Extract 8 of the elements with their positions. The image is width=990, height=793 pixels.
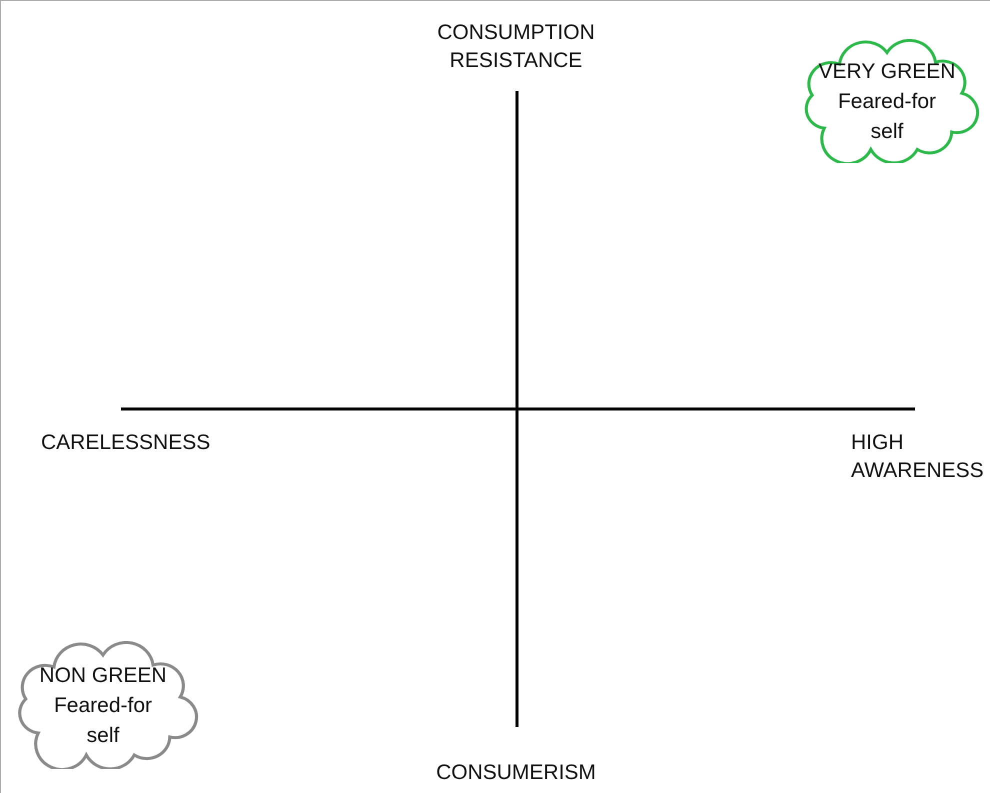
cloud-heading: NON GREEN: [38, 663, 168, 689]
axis-label: HIGH AWARENESS: [851, 430, 985, 484]
axis-label: CARELESSNESS: [41, 430, 212, 456]
axis-label: CONSUMPTION RESISTANCE: [436, 20, 596, 74]
cloud-heading: VERY GREEN: [818, 59, 956, 85]
axis-label: CONSUMERISM: [435, 760, 597, 786]
cloud-text: Feared-for self: [836, 89, 938, 145]
cloud-text: Feared-for self: [52, 693, 154, 749]
